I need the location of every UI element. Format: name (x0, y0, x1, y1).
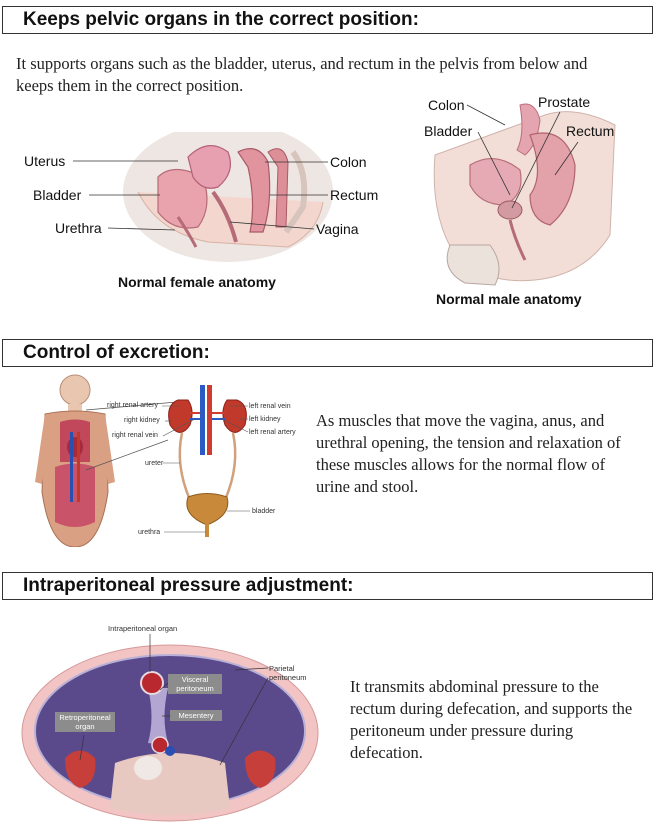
label-right-renal-vein: right renal vein (112, 432, 158, 439)
label-urethra: Urethra (55, 220, 102, 236)
urinary-leader-lines (162, 405, 250, 533)
label-left-kidney: left kidney (249, 416, 281, 423)
label-right-renal-artery: right renal artery (107, 402, 158, 409)
label-visceral-peritoneum: Visceral peritoneum (168, 674, 222, 694)
section-text-intraperitoneal: It transmits abdominal pressure to the r… (350, 677, 633, 762)
urinary-system-illustration (168, 385, 247, 537)
label-rectum-female: Rectum (330, 187, 379, 203)
label-vagina: Vagina (316, 221, 359, 237)
male-leader-lines (466, 104, 579, 209)
body-to-kidney-line (85, 401, 178, 471)
label-retroperitoneal-organ: Retroperitoneal organ (55, 712, 115, 732)
section-title-intraperitoneal: Intraperitoneal pressure adjustment: (2, 572, 653, 600)
caption-female-anatomy: Normal female anatomy (118, 274, 276, 290)
label-colon-male: Colon (428, 97, 465, 113)
label-prostate: Prostate (538, 94, 591, 110)
peritoneum-cross-section (21, 644, 319, 822)
female-anatomy-illustration (123, 132, 333, 262)
section-title-pelvic-organs: Keeps pelvic organs in the correct posit… (2, 6, 653, 34)
label-uterus: Uterus (24, 153, 66, 169)
label-intraperitoneal-organ: Intraperitoneal organ (108, 624, 178, 633)
female-leader-lines (73, 160, 328, 231)
label-mesentery: Mesentery (170, 710, 222, 721)
label-bladder-male: Bladder (424, 123, 473, 139)
label-bladder-urinary: bladder (252, 508, 276, 515)
label-colon-female: Colon (330, 154, 367, 170)
label-rectum-male: Rectum (566, 123, 615, 139)
label-bladder-female: Bladder (33, 187, 82, 203)
section-text-excretion: As muscles that move the vagina, anus, a… (316, 411, 621, 496)
label-left-renal-artery: left renal artery (249, 429, 296, 436)
body-figure-illustration (35, 374, 115, 547)
caption-male-anatomy: Normal male anatomy (436, 291, 582, 307)
label-left-renal-vein: left renal vein (249, 403, 291, 410)
label-right-kidney: right kidney (124, 417, 160, 424)
label-parietal-peritoneum: Parietal peritoneum (269, 664, 307, 682)
peritoneum-leader-lines (79, 634, 269, 766)
section-text-pelvic-organs: It supports organs such as the bladder, … (16, 54, 588, 95)
label-urethra-urinary: urethra (138, 529, 161, 536)
section-title-excretion: Control of excretion: (2, 339, 653, 367)
label-ureter: ureter (145, 460, 164, 467)
